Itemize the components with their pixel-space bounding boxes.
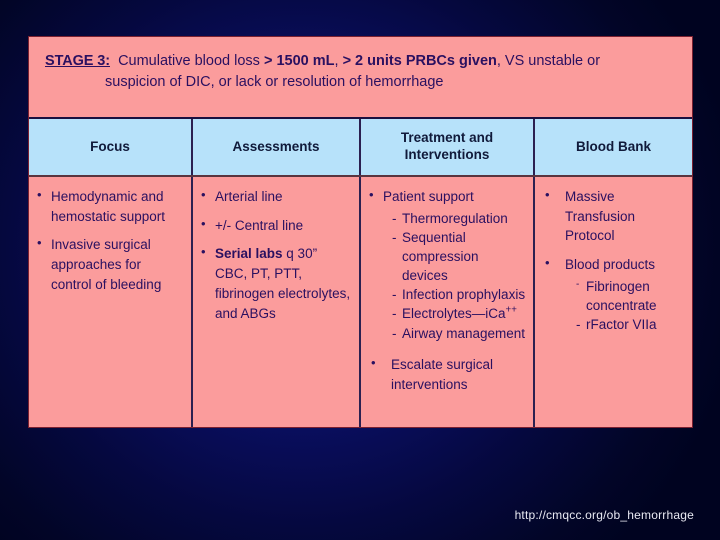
stage-threshold-volume: > 1500 mL: [263, 53, 335, 69]
assessments-item-2: q 30” CBC, PT, PTT, fibrinogen electroly…: [215, 246, 351, 321]
column-header-treatment: Treatment and Interventions: [361, 119, 535, 175]
treatment-sub-2: compression devices: [402, 249, 479, 284]
hemorrhage-stage-panel: STAGE 3: Cumulative blood loss > 1500 mL…: [28, 36, 693, 428]
focus-list: Hemodynamic and hemostatic support Invas…: [35, 186, 185, 295]
assessments-list: Arterial line +/- Central line Serial la…: [199, 186, 353, 323]
stage-text-a: [110, 53, 118, 69]
sub-list-item: Electrolytes—iCa++: [391, 304, 527, 323]
column-header-focus: Focus: [29, 119, 193, 175]
table-header-row: Focus Assessments Treatment and Interven…: [29, 119, 692, 177]
column-header-treatment-label: Treatment and Interventions: [400, 130, 494, 162]
treatment-item-1: Escalate surgical interventions: [391, 356, 494, 392]
blood-bank-sub-0: Fibrinogen: [586, 278, 650, 294]
sub-list-item: Sequential: [391, 228, 527, 247]
sub-list-item: Fibrinogen: [575, 277, 686, 296]
sub-list-item: Infection prophylaxis: [391, 285, 527, 304]
column-header-focus-label: Focus: [90, 138, 130, 154]
table-body-row: Hemodynamic and hemostatic support Invas…: [29, 177, 692, 427]
list-item: +/- Central line: [199, 215, 353, 236]
sub-list-item: compression devices: [391, 247, 527, 285]
blood-bank-item-1: Blood products: [565, 257, 656, 273]
list-item: Serial labs q 30” CBC, PT, PTT, fibrinog…: [199, 243, 353, 323]
cell-focus: Hemodynamic and hemostatic support Invas…: [29, 177, 193, 427]
focus-item-1: Invasive surgical approaches for control…: [51, 237, 162, 292]
list-item: Blood products Fibrinogen concentrate rF…: [541, 254, 686, 335]
sub-list-item: rFactor VIIa: [575, 315, 686, 334]
blood-bank-list: Massive Transfusion Protocol Blood produ…: [541, 186, 686, 335]
focus-item-0: Hemodynamic and hemostatic support: [51, 189, 166, 224]
list-item: Patient support Thermoregulation Sequent…: [367, 186, 527, 343]
blood-bank-sub-1: concentrate: [586, 297, 657, 313]
sub-list-item: concentrate: [575, 296, 686, 315]
list-item: Arterial line: [199, 186, 353, 207]
list-item: Massive Transfusion Protocol: [541, 186, 686, 246]
stage-banner: STAGE 3: Cumulative blood loss > 1500 mL…: [29, 37, 692, 119]
list-item: Escalate surgical interventions: [367, 354, 527, 394]
source-url[interactable]: http://cmqcc.org/ob_hemorrhage: [514, 508, 694, 522]
assessments-item-2-bold: Serial labs: [215, 246, 283, 262]
column-header-assessments-label: Assessments: [232, 138, 320, 154]
cell-treatment: Patient support Thermoregulation Sequent…: [361, 177, 535, 427]
blood-bank-sub-list: Fibrinogen concentrate rFactor VIIa: [565, 277, 686, 335]
blood-bank-item-0: Massive Transfusion Protocol: [565, 189, 636, 244]
column-header-blood-bank: Blood Bank: [535, 119, 692, 175]
treatment-sub-4-charge: ++: [505, 304, 517, 316]
list-item: Hemodynamic and hemostatic support: [35, 186, 185, 226]
treatment-list: Patient support Thermoregulation Sequent…: [367, 186, 527, 394]
stage-text-b: Cumulative blood loss: [118, 53, 264, 69]
cell-blood-bank: Massive Transfusion Protocol Blood produ…: [535, 177, 692, 427]
column-header-blood-bank-label: Blood Bank: [575, 138, 651, 154]
stage-text-d: , VS unstable or: [496, 53, 601, 69]
stage-threshold-units: > 2 units PRBCs given: [342, 53, 497, 69]
treatment-sub-0: Thermoregulation: [402, 210, 508, 226]
treatment-sub-3: Infection prophylaxis: [402, 287, 526, 303]
sub-list-item: Thermoregulation: [391, 209, 527, 228]
assessments-item-1: +/- Central line: [215, 217, 304, 233]
column-header-assessments: Assessments: [193, 119, 361, 175]
list-item: Invasive surgical approaches for control…: [35, 234, 185, 294]
blood-bank-sub-2: rFactor VIIa: [586, 317, 657, 333]
stage-text-c: ,: [334, 53, 343, 69]
cell-assessments: Arterial line +/- Central line Serial la…: [193, 177, 361, 427]
stage-banner-line-1: STAGE 3: Cumulative blood loss > 1500 mL…: [45, 51, 676, 72]
treatment-sub-list: Thermoregulation Sequential compression …: [383, 209, 527, 343]
assessments-item-0: Arterial line: [215, 189, 283, 204]
sub-list-item: Airway management: [391, 324, 527, 343]
treatment-sub-5: Airway management: [402, 325, 526, 341]
treatment-item-0: Patient support: [383, 189, 474, 204]
treatment-sub-1: Sequential: [402, 229, 466, 245]
treatment-sub-4: Electrolytes—iCa: [402, 306, 506, 322]
stage-label: STAGE 3:: [45, 53, 110, 69]
stage-banner-line-2: suspicion of DIC, or lack or resolution …: [105, 74, 444, 91]
